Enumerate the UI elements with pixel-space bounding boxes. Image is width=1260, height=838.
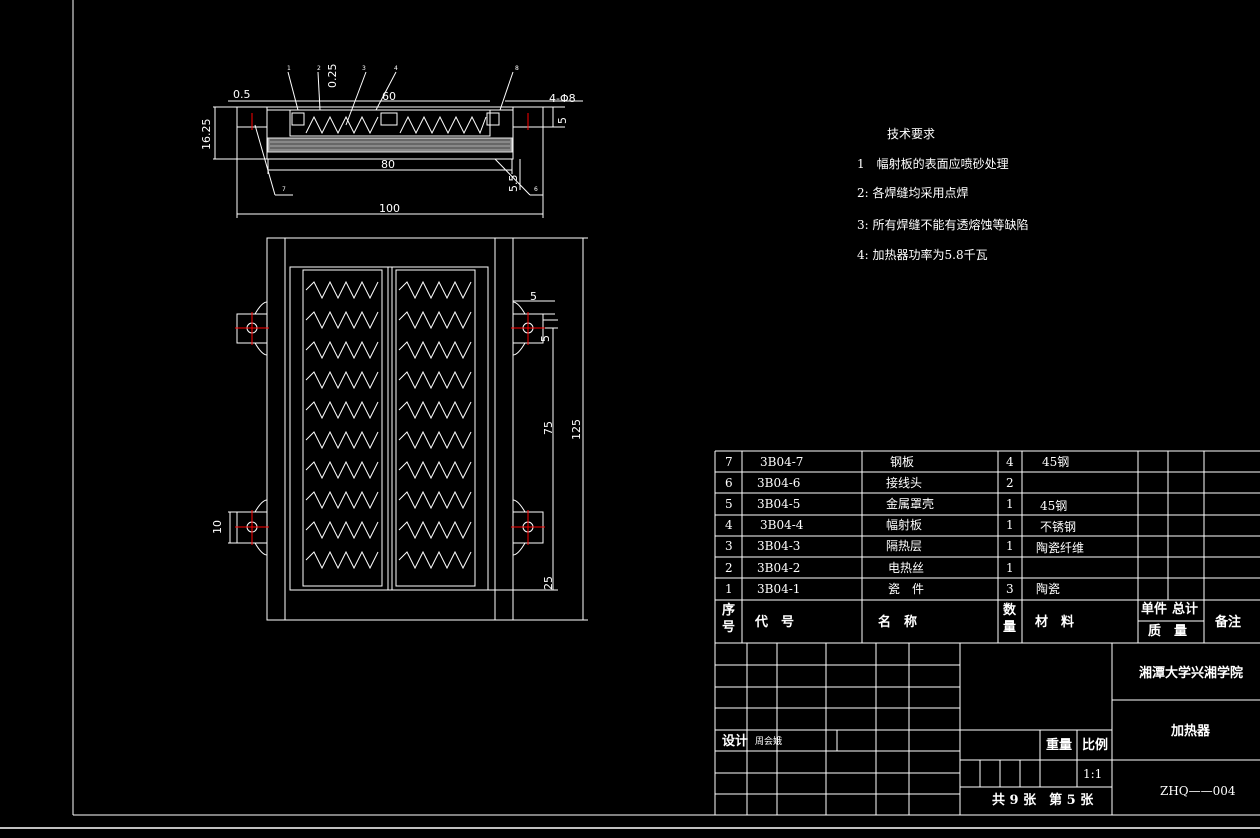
part-code: 3B04-7 xyxy=(760,455,803,469)
part-no: 2 xyxy=(725,561,733,575)
part-qty: 1 xyxy=(1006,561,1014,575)
parts-row: 7 3B04-7 钢板 4 45钢 xyxy=(725,455,1069,469)
tech-item-3: 3: 所有焊缝不能有透熔蚀等缺陷 xyxy=(857,217,1029,232)
dim-60: 60 xyxy=(382,90,396,103)
tech-item-4: 4: 加热器功率为5.8千瓦 xyxy=(857,247,988,262)
dim-75: 75 xyxy=(542,421,555,435)
header-no-1: 序 xyxy=(722,602,735,618)
parts-list: 7 3B04-7 钢板 4 45钢 6 3B04-6 接线头 2 5 3B04-… xyxy=(722,455,1241,639)
header-name: 名 称 xyxy=(878,614,917,630)
part-name: 钢板 xyxy=(890,455,914,469)
parts-row: 2 3B04-2 电热丝 1 xyxy=(725,561,1014,575)
callout-6: 6 xyxy=(534,186,538,193)
part-qty: 4 xyxy=(1006,455,1014,469)
dim-5a: 5 xyxy=(530,290,537,303)
part-code: 3B04-5 xyxy=(757,497,800,511)
dim-10: 10 xyxy=(211,520,224,534)
part-no: 5 xyxy=(725,497,733,511)
header-unit: 单件 xyxy=(1141,601,1167,617)
header-qty-2: 量 xyxy=(1003,620,1016,635)
parts-row: 6 3B04-6 接线头 2 xyxy=(725,475,1014,490)
part-qty: 3 xyxy=(1006,582,1014,596)
part-name: 电热丝 xyxy=(888,561,924,575)
header-remark: 备注 xyxy=(1214,614,1241,630)
part-qty: 1 xyxy=(1006,518,1014,532)
dim-5: 5 xyxy=(556,117,569,124)
part-material: 陶瓷纤维 xyxy=(1036,540,1084,555)
part-qty: 2 xyxy=(1006,476,1014,490)
parts-row: 5 3B04-5 金属罩壳 1 45钢 xyxy=(725,496,1067,513)
header-mass: 质 量 xyxy=(1148,623,1187,639)
part-code: 3B04-2 xyxy=(757,561,800,575)
part-name: 隔热层 xyxy=(886,539,922,553)
part-material: 陶瓷 xyxy=(1036,581,1060,596)
part-name: 接线头 xyxy=(886,475,922,490)
scale-value: 1:1 xyxy=(1083,767,1102,781)
dim-5-5: 5.5 xyxy=(507,175,520,193)
part-qty: 1 xyxy=(1006,539,1014,553)
design-label: 设计 xyxy=(722,733,748,749)
header-total: 总计 xyxy=(1172,601,1198,617)
part-code: 3B04-4 xyxy=(760,518,804,532)
section-dimensions: 0.5 0.25 60 4-Φ8 16.25 5 80 5.5 100 1 2 … xyxy=(200,64,576,216)
parts-list-grid xyxy=(714,450,1260,815)
dim-125: 125 xyxy=(570,419,583,440)
header-code: 代 号 xyxy=(754,614,794,630)
part-material: 不锈钢 xyxy=(1040,520,1076,534)
part-no: 6 xyxy=(725,476,733,490)
dim-100: 100 xyxy=(379,202,400,215)
dim-16-25: 16.25 xyxy=(200,119,213,151)
header-no-2: 号 xyxy=(722,620,735,635)
part-name: 金属罩壳 xyxy=(886,496,934,511)
header-qty-1: 数 xyxy=(1003,602,1017,618)
drawing-number: ZHQ——004 xyxy=(1160,784,1236,798)
callout-3: 3 xyxy=(362,65,366,72)
header-material: 材 料 xyxy=(1035,614,1074,630)
part-code: 3B04-1 xyxy=(757,582,800,596)
part-code: 3B04-3 xyxy=(757,539,800,553)
part-no: 4 xyxy=(725,518,733,532)
weight-label: 重量 xyxy=(1046,737,1072,753)
dim-4-phi8: 4-Φ8 xyxy=(549,92,576,105)
part-no: 7 xyxy=(725,455,733,469)
dim-0-25: 0.25 xyxy=(326,64,339,89)
title-block-grid xyxy=(715,643,1260,815)
dim-25: 25 xyxy=(542,576,555,590)
parts-header: 序 号 代 号 名 称 数 量 材 料 单件 总计 质 量 备注 xyxy=(722,601,1241,639)
parts-row: 3 3B04-3 隔热层 1 陶瓷纤维 xyxy=(725,539,1084,555)
part-no: 3 xyxy=(725,539,733,553)
dim-5b: 5 xyxy=(539,335,552,342)
heating-wire-zigzags xyxy=(305,280,472,570)
technical-requirements: 技术要求 1 幅射板的表面应喷砂处理 2: 各焊缝均采用点焊 3: 所有焊缝不能… xyxy=(857,127,1029,262)
dim-80: 80 xyxy=(381,158,395,171)
callout-1: 1 xyxy=(287,65,291,72)
part-no: 1 xyxy=(725,582,733,596)
tech-item-1: 1 幅射板的表面应喷砂处理 xyxy=(857,156,1009,171)
part-material: 45钢 xyxy=(1040,499,1067,513)
parts-row: 1 3B04-1 瓷 件 3 陶瓷 xyxy=(725,581,1060,596)
scale-label: 比例 xyxy=(1082,737,1108,753)
part-name: 瓷 件 xyxy=(888,582,924,596)
part-name: 幅射板 xyxy=(886,517,922,532)
dim-0-5: 0.5 xyxy=(233,88,251,101)
sheet-count: 共 9 张 第 5 张 xyxy=(992,792,1094,808)
plan-dimensions: 5 5 75 125 10 25 xyxy=(211,290,583,590)
tech-title: 技术要求 xyxy=(887,127,935,141)
callout-2: 2 xyxy=(317,65,321,72)
callout-4: 4 xyxy=(394,65,398,72)
part-qty: 1 xyxy=(1006,497,1014,511)
school-name: 湘潭大学兴湘学院 xyxy=(1139,665,1243,681)
part-material: 45钢 xyxy=(1042,455,1069,469)
callout-8: 8 xyxy=(515,65,519,72)
parts-row: 4 3B04-4 幅射板 1 不锈钢 xyxy=(725,517,1076,534)
part-code: 3B04-6 xyxy=(757,476,800,490)
callout-7: 7 xyxy=(282,186,286,193)
section-view xyxy=(213,71,583,218)
drawing-name: 加热器 xyxy=(1170,723,1211,739)
tech-item-2: 2: 各焊缝均采用点焊 xyxy=(857,185,969,200)
designer-name: 周会娥 xyxy=(755,735,782,747)
title-block: 设计 周会娥 重量 比例 1:1 共 9 张 第 5 张 湘潭大学兴湘学院 加热… xyxy=(722,665,1243,808)
